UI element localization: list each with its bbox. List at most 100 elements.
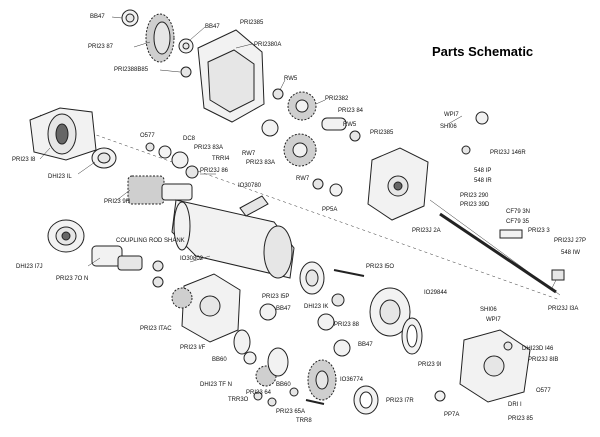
label-bb47-d: BB47 bbox=[358, 342, 373, 348]
washer-548ip bbox=[461, 145, 471, 155]
bearing-bb47-top bbox=[121, 9, 139, 27]
pin-trr8 bbox=[305, 399, 325, 405]
label-bb60-a: BB60 bbox=[212, 357, 227, 363]
label-rw5-a: RW5 bbox=[284, 76, 298, 82]
bearing-pri2388 bbox=[317, 313, 335, 331]
washer-rw5-b bbox=[349, 130, 361, 142]
label-pri2370n: PRI23 7O N bbox=[56, 276, 89, 282]
title-box bbox=[405, 24, 565, 66]
label-pri23j86: PRI23J 86 bbox=[200, 168, 229, 174]
label-bb60-b: BB60 bbox=[276, 382, 291, 388]
cylinder-pri23if bbox=[233, 329, 251, 355]
nut-b bbox=[152, 276, 164, 288]
label-o577-a: O577 bbox=[140, 133, 155, 139]
label-pri23if: PRI23 I/F bbox=[180, 345, 206, 351]
main-body-tube bbox=[171, 199, 295, 279]
nut-a bbox=[152, 260, 164, 272]
bearing-bb47-c bbox=[259, 303, 277, 321]
gear-pri2382 bbox=[287, 91, 317, 121]
label-dhi23i7j: DHI23 I7J bbox=[16, 264, 43, 270]
bearing-bb47-d bbox=[333, 339, 351, 357]
label-pri2388b85: PRI2388B85 bbox=[114, 67, 149, 73]
oring-o577-a bbox=[145, 142, 155, 152]
label-pri2385-c: PRI23 85 bbox=[508, 416, 534, 422]
label-bb47-b: BB47 bbox=[205, 24, 220, 30]
housing-pri23j81b bbox=[459, 329, 531, 403]
label-1030780: IO30780 bbox=[238, 183, 262, 189]
label-pri23i5p: PRI23 I5P bbox=[262, 294, 290, 300]
label-pri2391: PRI23 9I bbox=[418, 362, 442, 368]
label-1030802: IO30802 bbox=[180, 256, 204, 262]
label-bb47-a: BB47 bbox=[90, 14, 105, 20]
label-dc8: DC8 bbox=[183, 136, 196, 142]
cylinder-dhi23i7j bbox=[47, 219, 85, 253]
gear-bb47-lower bbox=[171, 287, 193, 309]
disc-1029844 bbox=[369, 287, 411, 337]
label-pri2365a: PRI23 65A bbox=[276, 409, 306, 415]
label-pri233: PRI23 3 bbox=[528, 228, 550, 234]
label-rw7-a: RW7 bbox=[242, 151, 256, 157]
housing-pri2380a bbox=[197, 29, 265, 123]
pin-pri2384 bbox=[321, 117, 347, 131]
label-pri23itac: PRI23 ITAC bbox=[140, 326, 172, 332]
label-rw7-b: RW7 bbox=[296, 176, 310, 182]
bearing-bb60-a bbox=[243, 351, 257, 365]
washer-rw5-a bbox=[272, 88, 284, 100]
cylinder-pri2318 bbox=[29, 107, 97, 161]
label-pri23j146r: PRI23J 146R bbox=[490, 150, 526, 156]
ring-trr30 bbox=[267, 397, 277, 407]
label-trr8: TRR8 bbox=[296, 418, 312, 424]
label-pri239h: PRI23 9H bbox=[104, 199, 131, 205]
label-shi06-a: SHI06 bbox=[440, 124, 457, 130]
label-o577-b: O577 bbox=[536, 388, 551, 394]
label-pri2317r: PRI23 I7R bbox=[386, 398, 414, 404]
label-trri4: TRRI4 bbox=[212, 156, 230, 162]
label-coupling-rod-shank: COUPLING ROD SHANK bbox=[116, 238, 185, 244]
label-pri23j81b: PRI23J 8IB bbox=[528, 357, 559, 363]
label-548ir: 548 IR bbox=[474, 178, 492, 184]
assembly-axis-line bbox=[39, 114, 561, 301]
bearing-bb60-b bbox=[253, 391, 263, 401]
large-gear-pri2387 bbox=[145, 13, 175, 63]
label-pri23290: PRI23 290 bbox=[460, 193, 489, 199]
bearing-pri23i5p bbox=[299, 261, 325, 295]
label-pri2384: PRI23 84 bbox=[338, 108, 364, 114]
housing-pri23itac bbox=[181, 273, 241, 343]
label-548ip: 548 IP bbox=[474, 168, 492, 174]
label-dhi23d146: DHI23D I46 bbox=[522, 346, 554, 352]
label-bb47-c: BB47 bbox=[276, 306, 291, 312]
label-pri2385-b: PRI2385 bbox=[370, 130, 394, 136]
washer-pri2388b85 bbox=[180, 66, 192, 78]
gear-pri2383a bbox=[283, 133, 317, 167]
label-pri2364: PRI23 64 bbox=[246, 390, 272, 396]
gear-1036774 bbox=[307, 359, 337, 401]
label-pri2387: PRI23 87 bbox=[88, 44, 114, 50]
sleeve-dhi23il bbox=[91, 147, 117, 169]
label-pp7a: PP7A bbox=[444, 412, 460, 418]
elbow-fitting-1030780 bbox=[239, 195, 269, 217]
label-pri2383a-a: PRI23 83A bbox=[194, 145, 224, 151]
label-wpi7-a: WPI7 bbox=[444, 112, 459, 118]
cylinder-pri2364 bbox=[267, 347, 289, 377]
leader-lines bbox=[39, 16, 557, 289]
splined-shaft-pri239h bbox=[127, 175, 193, 205]
washer-dhi23ik bbox=[331, 293, 345, 307]
label-cf7935: CF79 35 bbox=[506, 219, 530, 225]
label-pri23j13a: PRI23J I3A bbox=[548, 306, 579, 312]
label-cf793n: CF79 3N bbox=[506, 209, 531, 215]
nut-548iw bbox=[551, 269, 565, 281]
bearing-pp7a bbox=[434, 390, 446, 402]
label-dhi23ik: DHI23 IK bbox=[304, 304, 329, 310]
bearing-bb47-small bbox=[178, 38, 194, 54]
label-pri2388: PRI23 88 bbox=[334, 322, 360, 328]
label-pri2380a: PRI2380A bbox=[254, 42, 282, 48]
seal-pri2383a bbox=[171, 151, 189, 169]
label-pri2318: PRI23 I8 bbox=[12, 157, 36, 163]
label-pri2382: PRI2382 bbox=[325, 96, 349, 102]
gearbox-housing-pri23j2a bbox=[367, 147, 429, 221]
washer-rw7-b bbox=[312, 178, 324, 190]
label-pri2383a-b: PRI23 83A bbox=[246, 160, 276, 166]
page-title: Parts Schematic bbox=[432, 44, 534, 59]
